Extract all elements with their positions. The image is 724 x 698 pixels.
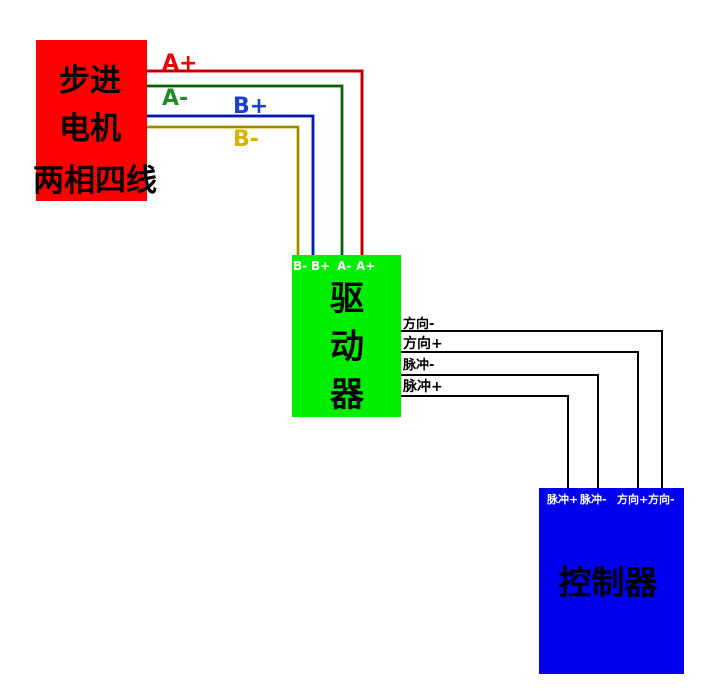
- wire-dir-minus: [401, 330, 663, 490]
- controller-terminal-dir-plus: 方向+: [617, 492, 648, 506]
- stepper-motor: 步进 电机 两相四线: [33, 40, 157, 201]
- driver-output-pulse-minus: 脉冲-: [402, 357, 434, 373]
- wire-label-b-plus: B+: [233, 94, 268, 119]
- driver-terminal-b-minus: B-: [293, 259, 307, 273]
- driver-terminal-b-plus: B+: [311, 259, 330, 273]
- driver-title-char-3: 器: [330, 375, 365, 415]
- wire-b-minus: [147, 125, 300, 257]
- driver-output-dir-minus: 方向-: [403, 316, 434, 332]
- driver-output-pulse-plus: 脉冲+: [402, 378, 443, 395]
- wire-b-plus: [147, 114, 315, 257]
- controller-terminal-dir-minus: 方向-: [648, 492, 675, 506]
- wire-dir-plus: [401, 351, 639, 490]
- driver-box: [292, 255, 401, 417]
- motor-subtitle: 两相四线: [33, 163, 157, 199]
- driver-output-dir-plus: 方向+: [403, 335, 443, 352]
- controller: 脉冲+ 脉冲- 方向+ 方向- 控制器: [539, 488, 684, 674]
- motor-wires: A+ A- B+ B-: [147, 51, 364, 257]
- wire-pulse-plus: [401, 395, 569, 490]
- wire-b-plus-core: [147, 115, 314, 257]
- wire-pulse-minus: [401, 374, 599, 490]
- motor-box: [36, 40, 147, 201]
- driver-title-char-1: 驱: [330, 279, 364, 319]
- wire-label-a-minus: A-: [162, 86, 188, 111]
- driver-terminal-a-plus: A+: [356, 259, 375, 273]
- controller-title: 控制器: [559, 563, 659, 602]
- wire-label-a-plus: A+: [162, 51, 197, 76]
- controller-terminal-pulse-plus: 脉冲+: [546, 492, 578, 506]
- wire-label-b-minus: B-: [233, 127, 259, 152]
- driver-terminal-a-minus: A-: [337, 259, 351, 273]
- driver-title-char-2: 动: [330, 327, 364, 367]
- wire-a-plus-core: [147, 70, 363, 257]
- wire-b-minus-core: [147, 126, 299, 257]
- motor-title-line1: 步进: [59, 63, 121, 99]
- motor-title-line2: 电机: [59, 111, 121, 147]
- wire-a-minus-core: [147, 85, 343, 257]
- controller-box: [539, 488, 684, 674]
- signal-wires: 方向- 方向+ 脉冲- 脉冲+: [401, 316, 663, 490]
- driver: B- B+ A- A+ 驱 动 器: [292, 255, 401, 417]
- controller-terminal-pulse-minus: 脉冲-: [579, 492, 607, 506]
